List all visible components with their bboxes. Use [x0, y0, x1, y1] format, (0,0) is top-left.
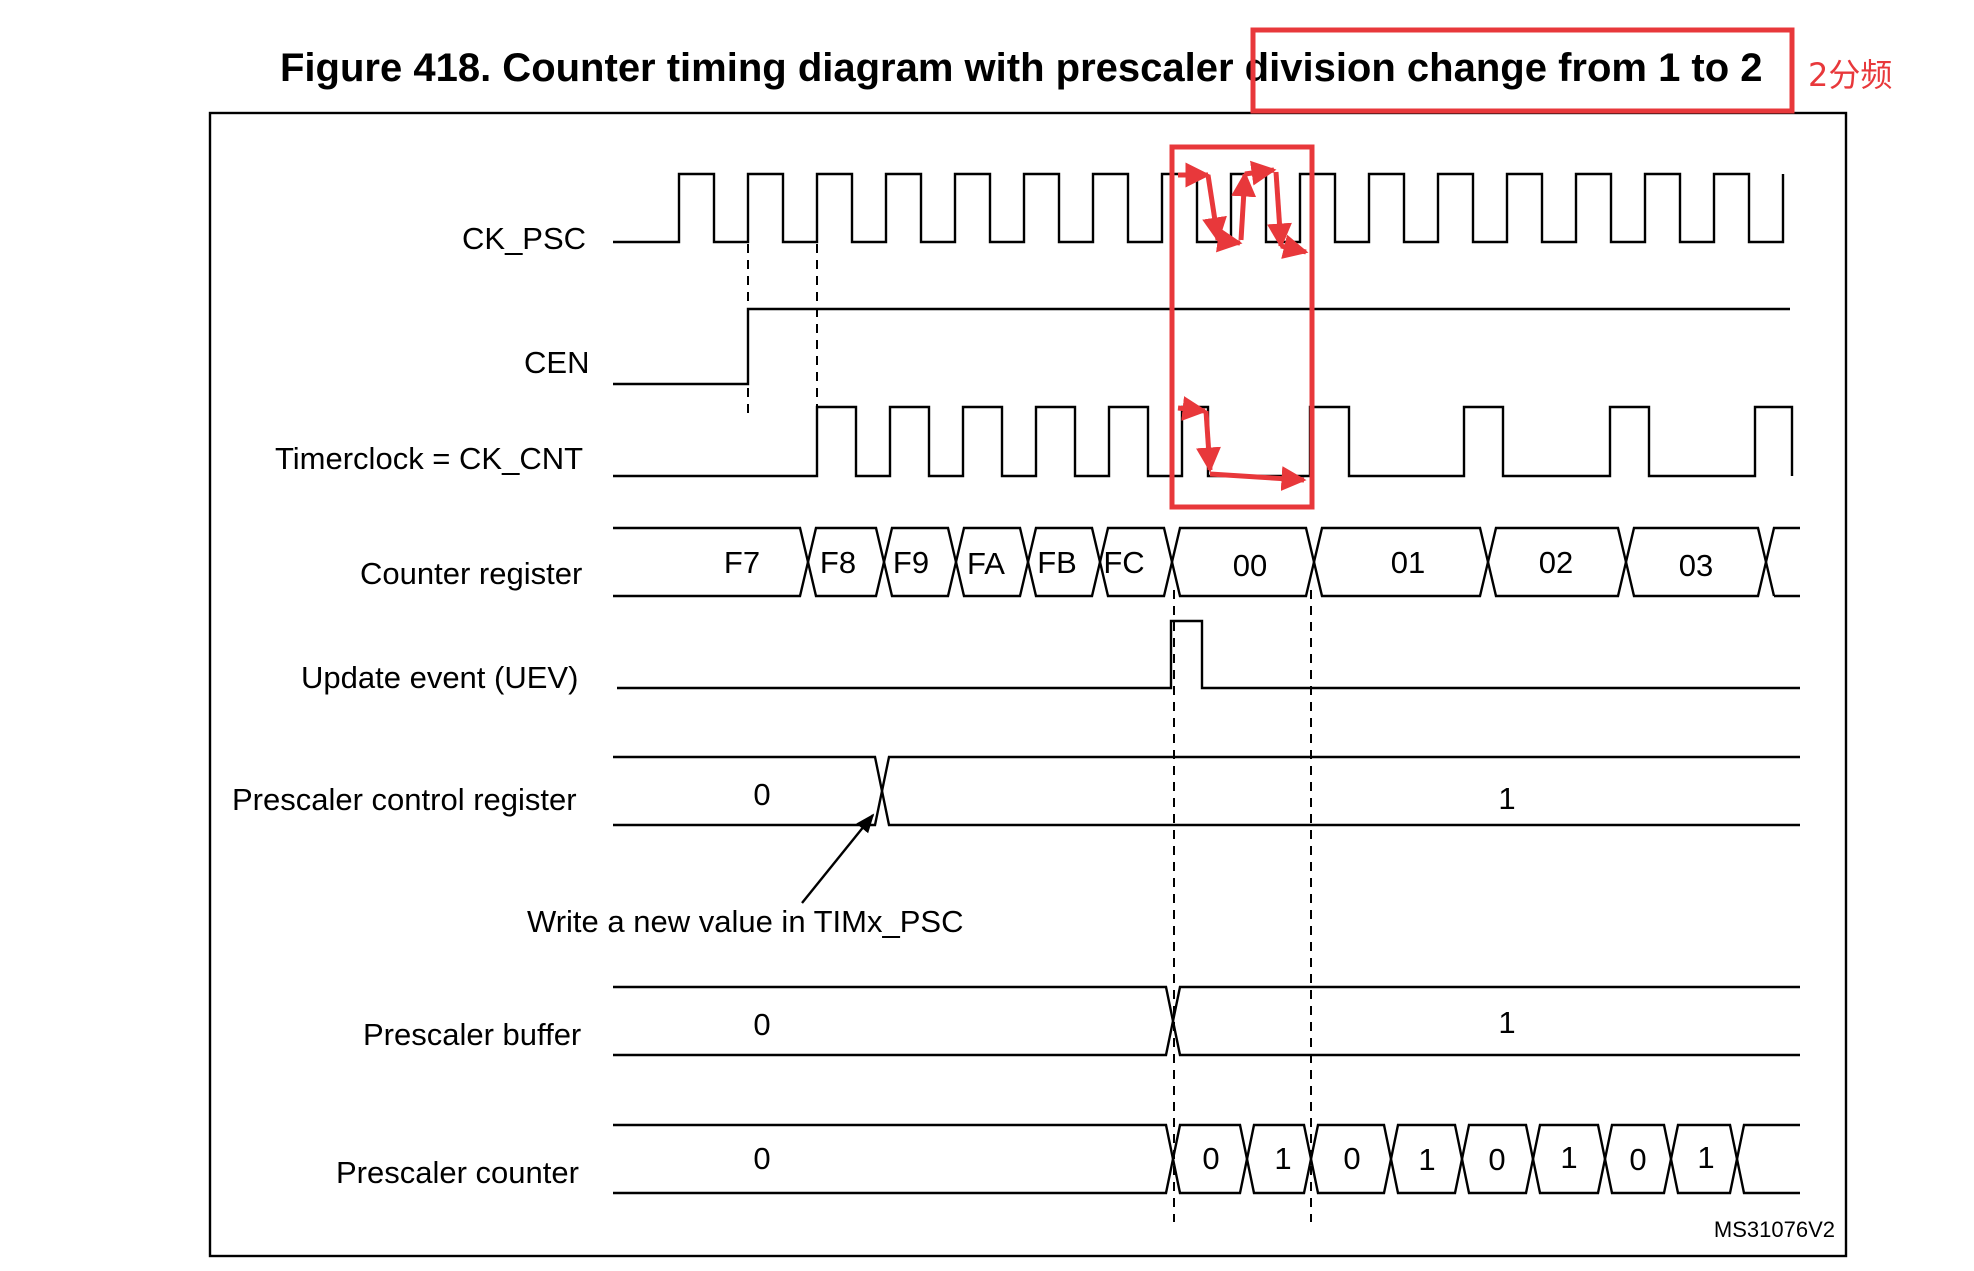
write-callout-pointer: [801, 813, 875, 904]
prescaler-control-value: 0: [753, 777, 770, 812]
prescaler-counter-value: 1: [1274, 1141, 1291, 1176]
cen-waveform: [613, 307, 1790, 386]
counter-value: 01: [1391, 545, 1425, 580]
prescaler-buffer-bus: [613, 985, 1800, 1057]
label-prescaler-counter: Prescaler counter: [336, 1155, 579, 1190]
title-highlight-box: [1250, 27, 1795, 114]
uev-waveform: [617, 619, 1800, 690]
prescaler-counter-value: 0: [1629, 1142, 1646, 1177]
prescaler-control-value: 1: [1498, 781, 1515, 816]
figure-title: Figure 418. Counter timing diagram with …: [280, 46, 1763, 90]
prescaler-counter-value: 0: [1488, 1142, 1505, 1177]
prescaler-control-bus: [613, 755, 1800, 827]
label-counter-register: Counter register: [360, 556, 582, 591]
counter-value: FC: [1103, 545, 1144, 580]
prescaler-buffer-value: 0: [753, 1007, 770, 1042]
clock-transition-arrows: [1177, 160, 1309, 492]
label-timerclock: Timerclock = CK_CNT: [275, 441, 583, 476]
counter-value: F7: [724, 545, 760, 580]
diagram-frame: [208, 111, 1848, 1258]
label-ck-psc: CK_PSC: [462, 221, 586, 256]
label-prescaler-buffer: Prescaler buffer: [363, 1017, 581, 1052]
prescaler-counter-value: 1: [1697, 1140, 1714, 1175]
prescaler-buffer-value: 1: [1498, 1005, 1515, 1040]
counter-value: F9: [893, 545, 929, 580]
timerclock-waveform: [613, 405, 1794, 478]
label-update-event: Update event (UEV): [301, 660, 578, 695]
counter-value: 03: [1679, 548, 1713, 583]
prescaler-counter-value: 0: [1202, 1141, 1219, 1176]
prescaler-counter-value: 1: [1560, 1140, 1577, 1175]
reference-code: MS31076V2: [1714, 1217, 1835, 1242]
counter-value: FA: [967, 546, 1005, 581]
counter-value: 02: [1539, 545, 1573, 580]
counter-value: FB: [1037, 545, 1077, 580]
prescaler-counter-value: 0: [1343, 1141, 1360, 1176]
ck-psc-waveform: [613, 172, 1785, 244]
write-callout-text: Write a new value in TIMx_PSC: [527, 904, 963, 939]
prescaler-counter-value: 0: [753, 1141, 770, 1176]
counter-value: 00: [1233, 548, 1267, 583]
counter-value: F8: [820, 545, 856, 580]
counter-register-bus: [613, 526, 1800, 598]
label-prescaler-control-register: Prescaler control register: [232, 782, 577, 817]
label-cen: CEN: [524, 345, 589, 380]
prescaler-counter-value: 1: [1418, 1142, 1435, 1177]
annotation-note: 2分频: [1808, 56, 1893, 94]
clock-highlight-box: [1169, 144, 1315, 510]
